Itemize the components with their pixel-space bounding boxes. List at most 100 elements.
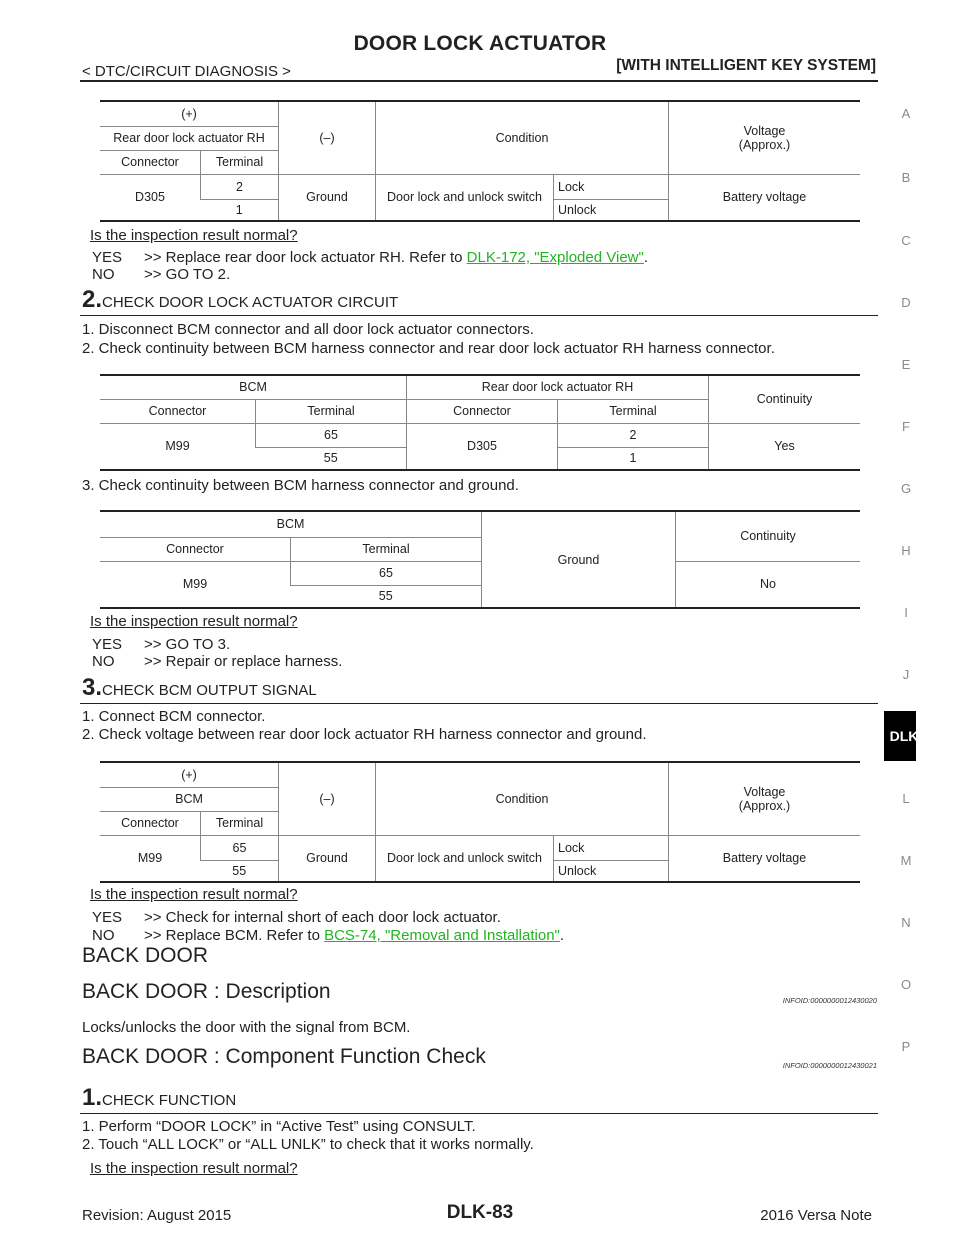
continuity-table-bcm-ground: BCM Ground Continuity Connector Terminal… bbox=[100, 510, 860, 609]
page-title: DOOR LOCK ACTUATOR bbox=[353, 32, 607, 55]
terminal-cell: 1 bbox=[200, 199, 279, 222]
terminal-cell: 65 bbox=[200, 835, 279, 861]
index-j[interactable]: J bbox=[902, 667, 910, 682]
no-label: NO bbox=[92, 266, 115, 283]
section-breadcrumb: < DTC/CIRCUIT DIAGNOSIS > bbox=[82, 63, 291, 80]
state-cell: Unlock bbox=[553, 860, 669, 883]
step-title: CHECK BCM OUTPUT SIGNAL bbox=[102, 682, 317, 699]
section-heading: BACK DOOR bbox=[82, 944, 209, 967]
rear-connector-cell: D305 bbox=[406, 423, 558, 471]
yes-text: >> Replace rear door lock actuator RH. R… bbox=[144, 249, 463, 266]
index-n[interactable]: N bbox=[901, 915, 911, 930]
connector-cell: M99 bbox=[100, 561, 291, 609]
voltage-header: Voltage (Approx.) bbox=[668, 100, 860, 175]
step-title: CHECK FUNCTION bbox=[102, 1092, 237, 1109]
index-c[interactable]: C bbox=[901, 233, 911, 248]
index-i[interactable]: I bbox=[904, 605, 908, 620]
instruction-item: 1. Connect BCM connector. bbox=[82, 708, 266, 725]
answer-no: NO >> Repair or replace harness. bbox=[92, 653, 342, 670]
answer-no: NO >> Replace BCM. Refer to BCS-74, "Remo… bbox=[92, 927, 564, 944]
instruction-item: 2. Check voltage between rear door lock … bbox=[82, 726, 647, 743]
index-o[interactable]: O bbox=[900, 977, 912, 992]
index-d[interactable]: D bbox=[901, 295, 911, 310]
no-text: >> Replace BCM. Refer to bbox=[144, 927, 320, 944]
index-m[interactable]: M bbox=[900, 853, 912, 868]
index-p[interactable]: P bbox=[901, 1039, 911, 1054]
bcm-header: BCM bbox=[100, 374, 407, 400]
index-l[interactable]: L bbox=[902, 791, 910, 806]
index-f[interactable]: F bbox=[902, 419, 910, 434]
step-rule bbox=[80, 703, 878, 704]
subsection-heading: BACK DOOR : Component Function Check bbox=[82, 1045, 486, 1068]
step-number: 2. bbox=[82, 286, 103, 313]
period: . bbox=[559, 927, 565, 944]
terminal-header: Terminal bbox=[200, 811, 279, 836]
minus-header: (–) bbox=[278, 761, 376, 836]
component-header: Rear door lock actuator RH bbox=[100, 126, 279, 151]
step-number: 1. bbox=[82, 1084, 103, 1111]
step-title: CHECK DOOR LOCK ACTUATOR CIRCUIT bbox=[102, 294, 399, 311]
component-header: BCM bbox=[100, 787, 279, 812]
step-heading: 2.CHECK DOOR LOCK ACTUATOR CIRCUIT bbox=[82, 286, 398, 314]
header-rule bbox=[80, 80, 878, 82]
terminal-header: Terminal bbox=[200, 150, 279, 175]
condition-header: Condition bbox=[375, 100, 669, 175]
reference-link[interactable]: BCS-74, "Removal and Installation" bbox=[324, 927, 560, 944]
continuity-cell: No bbox=[675, 561, 860, 609]
plus-header: (+) bbox=[100, 100, 279, 127]
instruction-item: 2. Check continuity between BCM harness … bbox=[82, 340, 775, 357]
step-number: 3. bbox=[82, 674, 103, 701]
answer-yes: YES>> Replace rear door lock actuator RH… bbox=[92, 249, 648, 266]
bcm-connector-cell: M99 bbox=[100, 423, 256, 471]
index-dlk-active-tab[interactable]: DLK bbox=[884, 711, 918, 761]
condition-cell: Door lock and unlock switch bbox=[375, 835, 554, 883]
no-text: >> Repair or replace harness. bbox=[144, 653, 343, 670]
info-id: INFOID:0000000012430021 bbox=[782, 1061, 877, 1070]
ground-cell: Ground bbox=[278, 835, 376, 883]
index-a[interactable]: A bbox=[901, 106, 911, 121]
step-rule bbox=[80, 315, 878, 316]
bcm-header: BCM bbox=[100, 510, 482, 538]
no-label: NO bbox=[92, 653, 115, 670]
condition-header: Condition bbox=[375, 761, 669, 836]
reference-link[interactable]: DLK-172, "Exploded View" bbox=[466, 249, 644, 266]
rear-actuator-header: Rear door lock actuator RH bbox=[406, 374, 709, 400]
index-b[interactable]: B bbox=[901, 170, 911, 185]
index-g[interactable]: G bbox=[900, 481, 912, 496]
connector-header: Connector bbox=[100, 811, 201, 836]
step-heading: 3.CHECK BCM OUTPUT SIGNAL bbox=[82, 674, 317, 702]
continuity-cell: Yes bbox=[708, 423, 860, 471]
answer-no: NO >> GO TO 2. bbox=[92, 266, 230, 283]
model-name: 2016 Versa Note bbox=[760, 1207, 872, 1224]
connector-cell: D305 bbox=[100, 174, 201, 222]
no-label: NO bbox=[92, 927, 115, 944]
terminal-header: Terminal bbox=[255, 399, 407, 424]
yes-text: >> Check for internal short of each door… bbox=[144, 909, 501, 926]
description-text: Locks/unlocks the door with the signal f… bbox=[82, 1019, 411, 1036]
inspection-question: Is the inspection result normal? bbox=[90, 886, 298, 903]
state-cell: Unlock bbox=[553, 199, 669, 222]
no-text: >> GO TO 2. bbox=[144, 266, 231, 283]
terminal-header: Terminal bbox=[290, 537, 482, 562]
terminal-header: Terminal bbox=[557, 399, 709, 424]
instruction-item: 1. Perform “DOOR LOCK” in “Active Test” … bbox=[82, 1118, 476, 1135]
inspection-question: Is the inspection result normal? bbox=[90, 613, 298, 630]
step-rule bbox=[80, 1113, 878, 1114]
terminal-cell: 55 bbox=[200, 860, 279, 883]
index-e[interactable]: E bbox=[901, 357, 911, 372]
rear-terminal-cell: 1 bbox=[557, 447, 709, 471]
rear-terminal-cell: 2 bbox=[557, 423, 709, 448]
bcm-terminal-cell: 55 bbox=[255, 447, 407, 471]
terminal-cell: 2 bbox=[200, 174, 279, 200]
continuity-table-bcm-actuator: BCM Rear door lock actuator RH Continuit… bbox=[100, 374, 860, 471]
condition-cell: Door lock and unlock switch bbox=[375, 174, 554, 222]
continuity-header: Continuity bbox=[708, 374, 860, 424]
connector-header: Connector bbox=[100, 537, 291, 562]
subsection-heading: BACK DOOR : Description bbox=[82, 980, 331, 1003]
connector-header: Connector bbox=[406, 399, 558, 424]
instruction-item: 3. Check continuity between BCM harness … bbox=[82, 477, 519, 494]
index-h[interactable]: H bbox=[901, 543, 911, 558]
revision-date: Revision: August 2015 bbox=[82, 1207, 232, 1224]
answer-yes: YES>> GO TO 3. bbox=[92, 636, 230, 653]
connector-header: Connector bbox=[100, 399, 256, 424]
